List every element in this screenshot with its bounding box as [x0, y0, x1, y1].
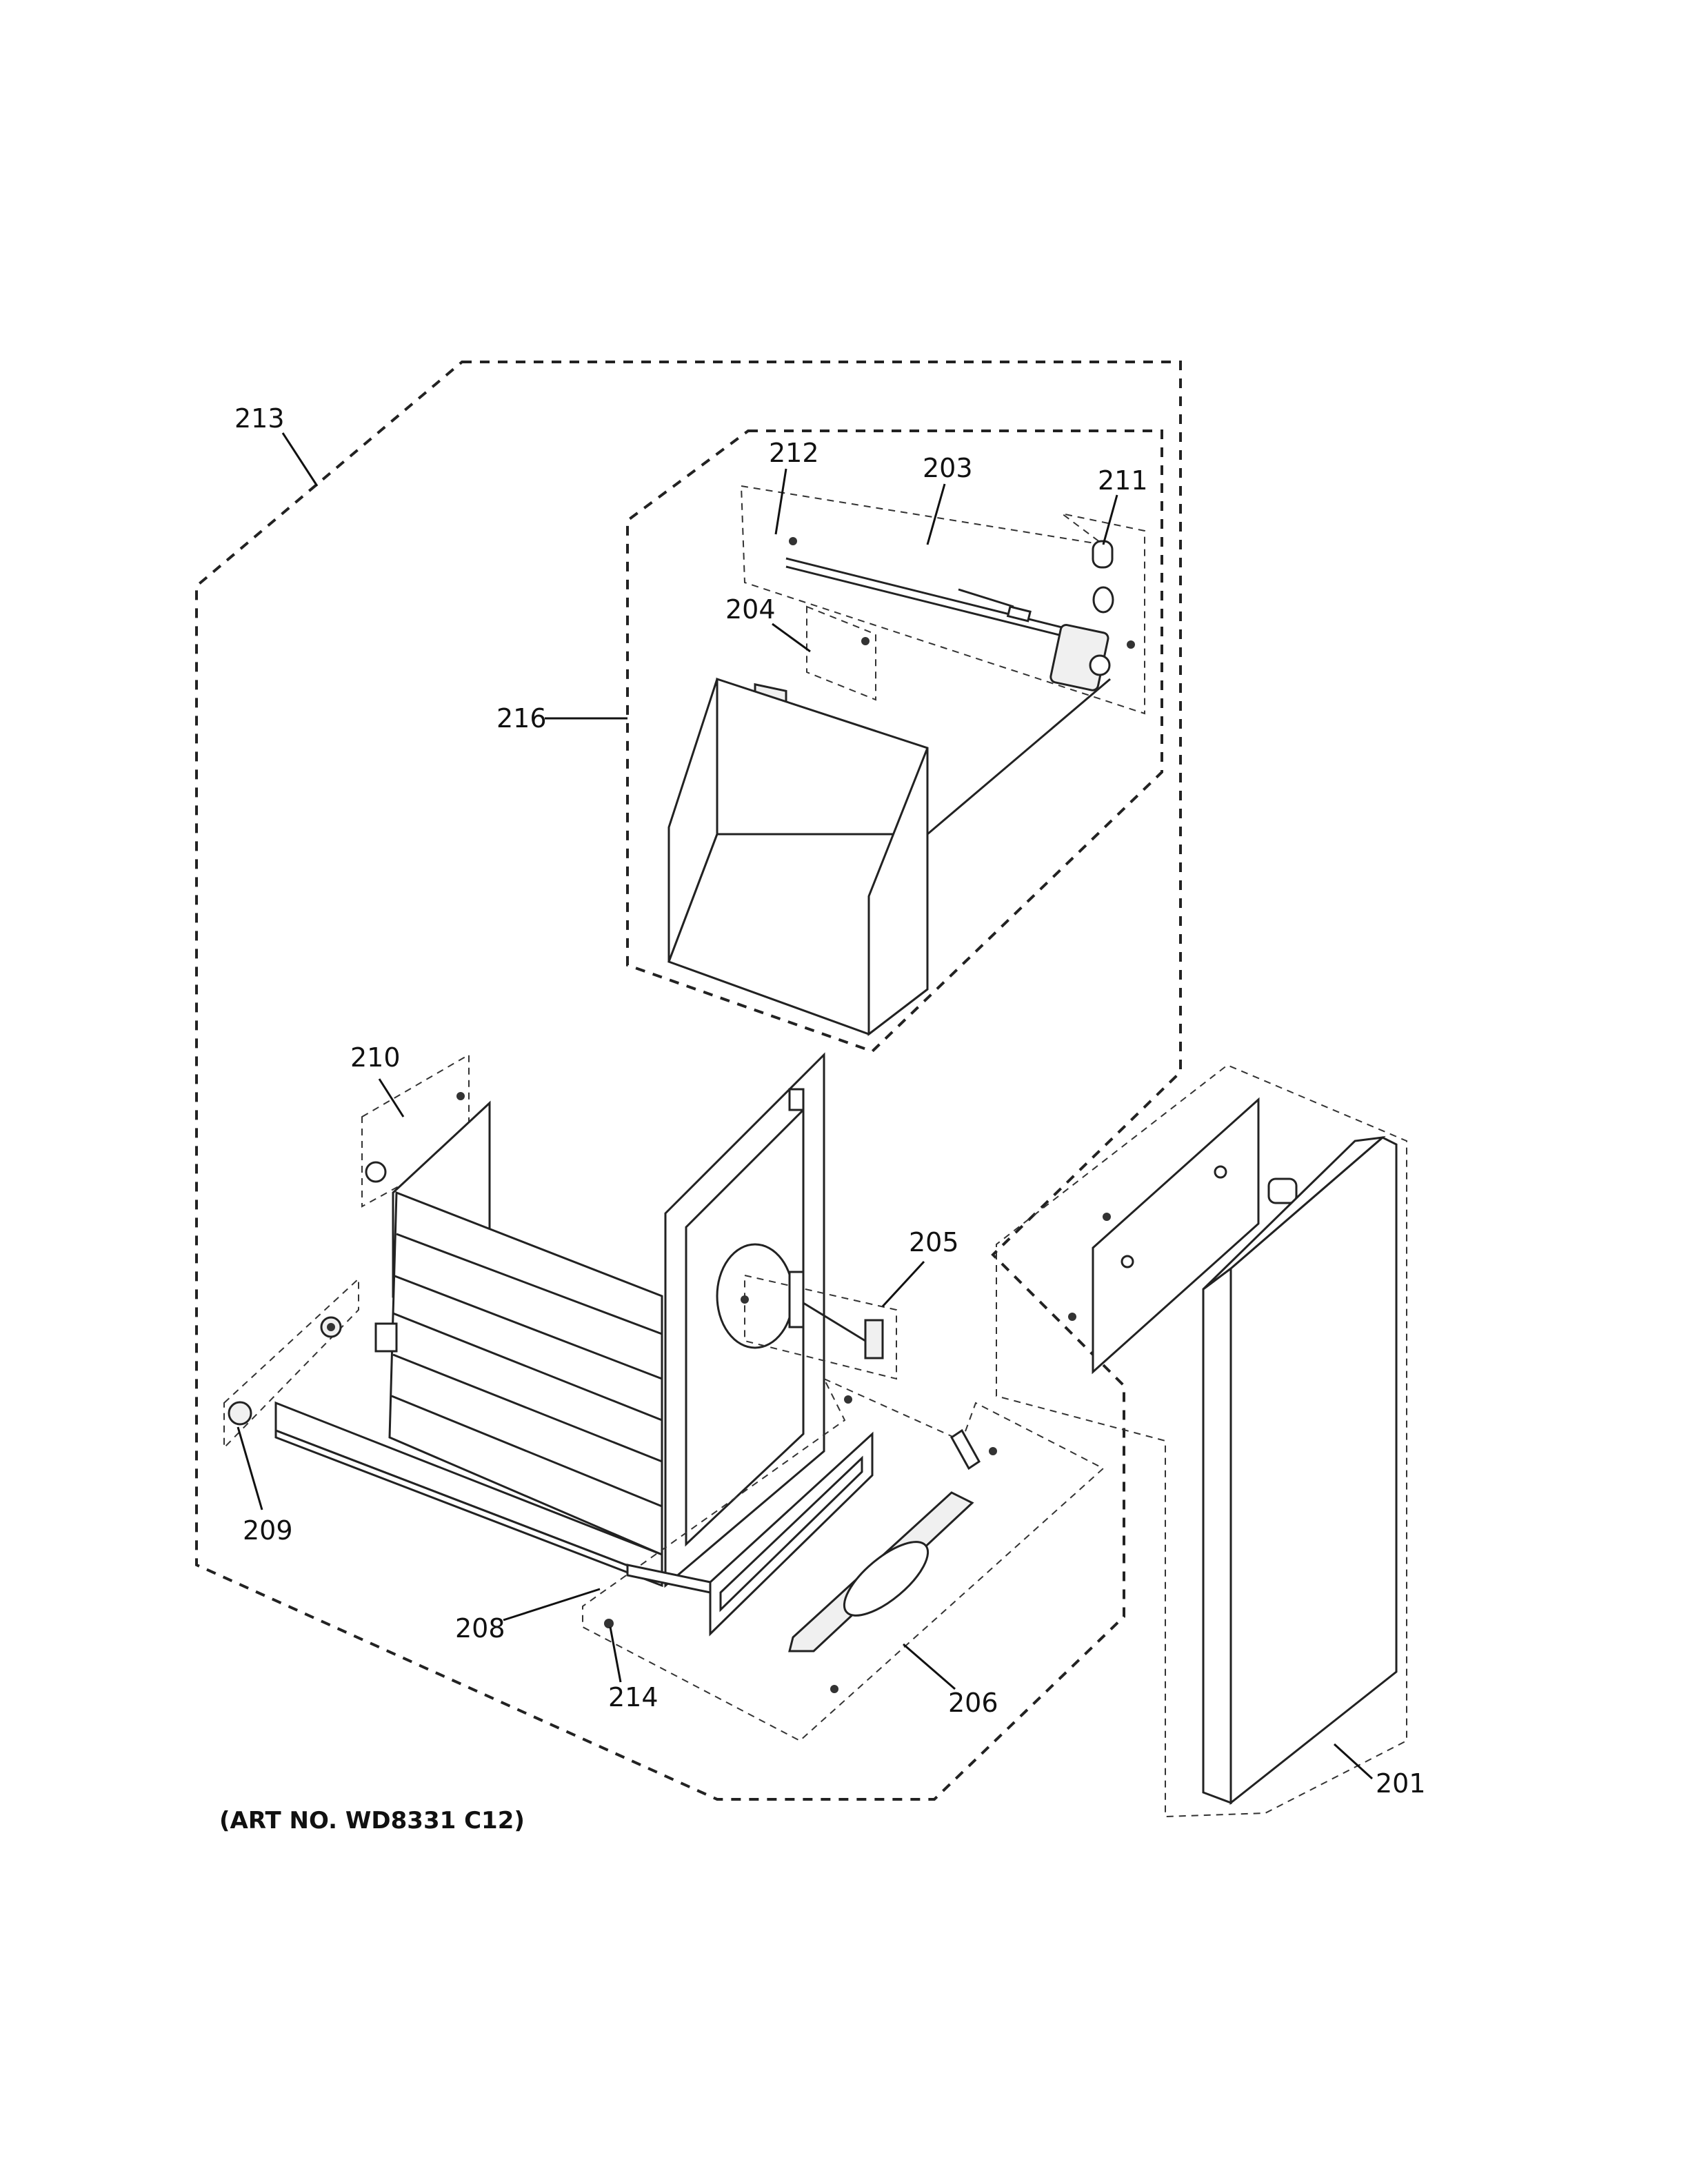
callout-214: 214	[608, 1682, 659, 1712]
callout-204: 204	[725, 594, 776, 625]
leader-212	[774, 468, 787, 535]
hinge-205	[788, 1271, 884, 1359]
group-box-209	[223, 1277, 359, 1450]
callout-212: 212	[769, 438, 819, 468]
leader-211	[1102, 494, 1118, 545]
callout-210: 210	[350, 1042, 401, 1073]
leader-209	[237, 1426, 263, 1510]
leader-214	[609, 1626, 622, 1683]
leader-208	[503, 1588, 601, 1621]
leader-210	[378, 1078, 405, 1118]
leader-204	[772, 623, 811, 653]
actuator-rod-203	[785, 557, 1090, 644]
art-number: (ART NO. WD8331 C12)	[219, 1807, 525, 1834]
clip-210	[365, 1092, 465, 1183]
callout-205: 205	[909, 1227, 959, 1257]
leader-203	[926, 483, 946, 545]
trim-208	[626, 1395, 874, 1637]
assembly-boundary-216	[626, 429, 1163, 1053]
group-box-204	[806, 605, 876, 701]
callout-213: 213	[234, 403, 285, 434]
leader-213	[281, 432, 319, 487]
callout-216: 216	[496, 703, 547, 734]
leader-205	[881, 1260, 925, 1308]
door-panel-201	[1068, 1097, 1398, 1806]
callout-208: 208	[455, 1613, 505, 1644]
assembly-boundary-213	[195, 361, 1182, 1801]
cabinet-frame	[274, 1052, 825, 1588]
leader-206	[903, 1643, 956, 1690]
group-box-206	[582, 1377, 1105, 1742]
callout-203: 203	[923, 453, 973, 483]
leader-201	[1333, 1743, 1374, 1780]
callout-206: 206	[948, 1688, 998, 1718]
bumper-209	[228, 1316, 342, 1426]
screw-214	[604, 1619, 614, 1628]
callout-209: 209	[243, 1515, 293, 1546]
callout-201: 201	[1376, 1768, 1426, 1799]
group-box-201	[996, 1064, 1407, 1818]
latch-211	[1049, 540, 1135, 691]
callout-211: 211	[1098, 465, 1148, 496]
bin-216	[667, 677, 1111, 1037]
handle-206	[788, 1428, 997, 1693]
group-box-205	[744, 1274, 897, 1380]
